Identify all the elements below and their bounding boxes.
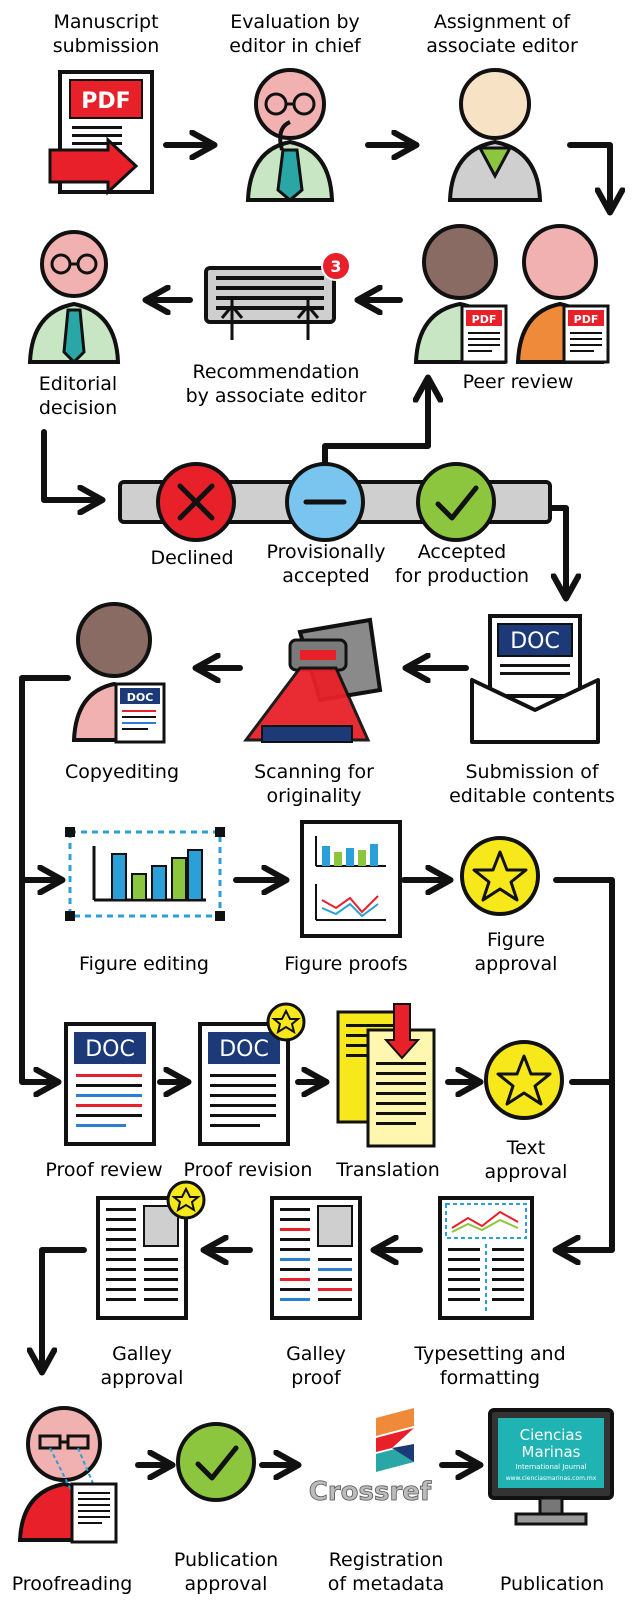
label-registration-1: Registration xyxy=(329,1549,444,1571)
monitor-url: www.cienciasmarinas.com.mx xyxy=(506,1475,597,1482)
label-scanning-2: originality xyxy=(267,785,362,807)
label-translation: Translation xyxy=(335,1159,440,1181)
label-figure-approval-2: approval xyxy=(475,953,558,975)
label-peer-review: Peer review xyxy=(463,371,574,393)
monitor-subtitle: International Journal xyxy=(515,1463,586,1471)
label-evaluation-1: Evaluation by xyxy=(230,11,360,33)
declined-icon xyxy=(156,462,236,542)
label-proof-review: Proof review xyxy=(45,1159,162,1181)
label-accepted-1: Accepted xyxy=(418,541,507,563)
publication-approval-icon xyxy=(176,1422,256,1502)
approval-star-badge xyxy=(166,1180,206,1220)
flow-arrows xyxy=(19,142,615,1465)
label-editorial-decision-1: Editorial xyxy=(39,373,117,395)
figure-editing-icon xyxy=(65,827,225,921)
monitor-title-1: Ciencias xyxy=(520,1426,583,1444)
label-declined: Declined xyxy=(150,547,233,569)
translation-icon xyxy=(336,1003,436,1148)
crossref-wordmark: Crossref xyxy=(309,1477,432,1507)
label-figure-editing: Figure editing xyxy=(79,953,209,975)
text-approval-star-icon xyxy=(484,1040,564,1120)
arrow-decision-to-outcomes xyxy=(41,429,100,500)
arrow-provisional-to-review xyxy=(322,380,428,471)
label-proof-revision: Proof revision xyxy=(184,1159,313,1181)
label-manuscript-submission-2: submission xyxy=(53,35,160,57)
label-figure-approval-1: Figure xyxy=(487,929,545,951)
scanner-icon xyxy=(243,617,383,743)
pdf-label: PDF xyxy=(574,313,599,326)
label-evaluation-2: editor in chief xyxy=(229,35,362,57)
pdf-label: PDF xyxy=(81,89,130,114)
label-publication-approval-2: approval xyxy=(185,1573,268,1595)
peer-reviewer-2-icon: PDF xyxy=(515,224,610,364)
label-text-approval-2: approval xyxy=(485,1161,568,1183)
doc-label: DOC xyxy=(510,629,560,654)
approval-star-badge xyxy=(266,1002,306,1042)
monitor-title-2: Marinas xyxy=(522,1443,581,1461)
keyboard-icon: 3 xyxy=(204,251,351,340)
pdf-label: PDF xyxy=(472,313,497,326)
label-publication-approval-1: Publication xyxy=(174,1549,278,1571)
label-figure-proofs: Figure proofs xyxy=(284,953,407,975)
label-registration-2: of metadata xyxy=(328,1573,444,1595)
label-proofreading: Proofreading xyxy=(12,1573,133,1595)
associate-editor-icon xyxy=(447,68,543,202)
label-manuscript-submission-1: Manuscript xyxy=(53,11,158,33)
galley-proof-icon xyxy=(270,1196,362,1320)
submit-arrow-icon xyxy=(48,136,139,196)
label-galley-approval-2: approval xyxy=(101,1367,184,1389)
label-copyediting: Copyediting xyxy=(65,761,179,783)
label-provisionally-2: accepted xyxy=(282,565,370,587)
label-galley-approval-1: Galley xyxy=(112,1343,172,1365)
notification-badge xyxy=(321,251,351,281)
galley-approval-icon xyxy=(96,1180,206,1320)
label-assignment-1: Assignment of xyxy=(434,11,572,33)
publication-monitor-icon: Ciencias Marinas International Journal w… xyxy=(488,1408,614,1526)
hand-on-chin xyxy=(278,120,291,151)
editorial-decision-icon xyxy=(27,230,121,365)
pdf-document-icon: PDF xyxy=(48,70,154,196)
arrow-galley-approval-to-proofreading xyxy=(42,1247,87,1370)
editor-in-chief-icon xyxy=(245,68,335,202)
doc-label: DOC xyxy=(127,691,154,704)
label-provisionally-1: Provisionally xyxy=(267,541,386,563)
label-accepted-2: for production xyxy=(395,565,529,587)
badge-count: 3 xyxy=(330,257,341,276)
connector-figure-approval xyxy=(553,877,615,1085)
figure-proofs-icon xyxy=(300,820,402,938)
label-scanning-1: Scanning for xyxy=(254,761,374,783)
arrow-to-typesetting xyxy=(558,1079,615,1250)
crossref-logo: Crossref xyxy=(308,1408,432,1507)
provisionally-accepted-icon xyxy=(285,462,365,542)
label-recommendation-1: Recommendation xyxy=(193,361,360,383)
label-assignment-2: associate editor xyxy=(426,35,578,57)
label-submission-editable-1: Submission of xyxy=(465,761,599,783)
figure-approval-star-icon xyxy=(460,836,540,916)
label-submission-editable-2: editable contents xyxy=(449,785,615,807)
label-editorial-decision-2: decision xyxy=(39,397,117,419)
label-typesetting-1: Typesetting and xyxy=(413,1343,565,1365)
decision-bar xyxy=(118,462,552,542)
label-galley-proof-2: proof xyxy=(291,1367,342,1389)
label-typesetting-2: formatting xyxy=(440,1367,540,1389)
doc-label: DOC xyxy=(85,1037,135,1062)
proofreader-icon xyxy=(17,1406,118,1544)
label-text-approval-1: Text xyxy=(506,1137,545,1159)
envelope-doc-icon: DOC xyxy=(470,614,600,744)
label-recommendation-2: by associate editor xyxy=(186,385,367,407)
proof-revision-icon: DOC xyxy=(198,1002,306,1146)
label-galley-proof-1: Galley xyxy=(286,1343,346,1365)
doc-label: DOC xyxy=(219,1037,269,1062)
label-publication: Publication xyxy=(500,1573,604,1595)
copyeditor-icon: DOC xyxy=(71,602,166,744)
arrow-assignment-to-review xyxy=(567,142,610,210)
typesetting-icon xyxy=(438,1196,534,1320)
proof-review-icon: DOC xyxy=(64,1022,156,1146)
accepted-icon xyxy=(416,462,496,542)
peer-reviewer-1-icon: PDF xyxy=(413,224,508,364)
